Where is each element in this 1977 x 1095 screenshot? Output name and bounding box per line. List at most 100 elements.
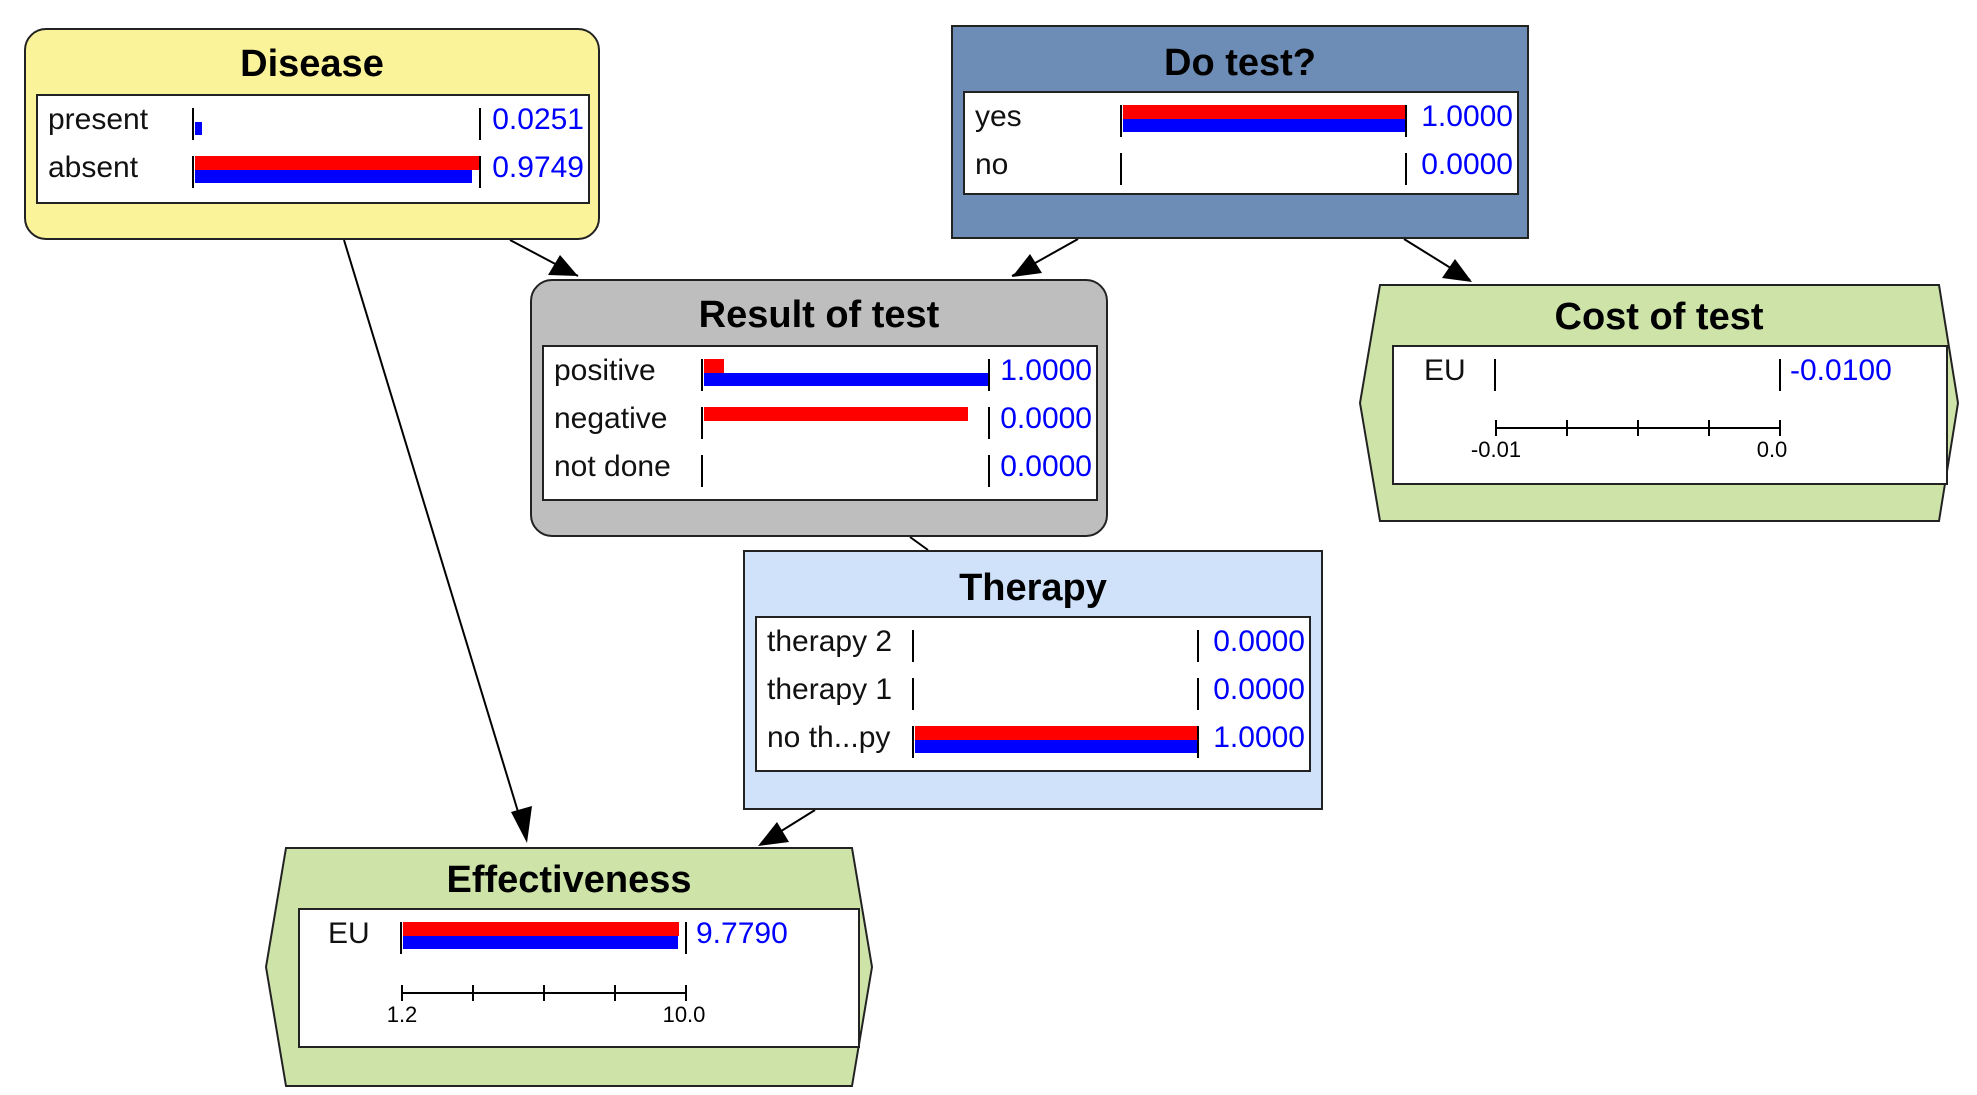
bar-axis-left <box>400 922 402 954</box>
bar-axis-right <box>1779 359 1781 391</box>
node-effectiveness[interactable]: Effectiveness EU 9.7790 1.2 10.0 <box>264 846 874 1088</box>
node-therapy[interactable]: Therapy therapy 2 0.0000 therapy 1 0.000… <box>743 550 1323 810</box>
state-row-not-done[interactable]: not done 0.0000 <box>544 443 1096 491</box>
state-row-absent[interactable]: absent 0.9749 <box>38 144 588 192</box>
state-value: 1.0000 <box>1213 721 1305 754</box>
bar-axis-left <box>701 359 703 391</box>
bar-axis-left <box>701 407 703 439</box>
bar-axis-left <box>912 726 914 758</box>
state-row-negative[interactable]: negative 0.0000 <box>544 395 1096 443</box>
state-row-positive[interactable]: positive 1.0000 <box>544 347 1096 395</box>
node-title: Disease <box>240 43 384 85</box>
node-utility-panel: EU 9.7790 1.2 10.0 <box>298 908 860 1048</box>
bar-red <box>403 922 679 936</box>
bar-axis-right <box>988 455 990 487</box>
bar-axis-right <box>1405 153 1407 185</box>
node-disease[interactable]: Disease present 0.0251 absent 0.9749 <box>24 28 600 240</box>
bar-axis-right <box>1197 678 1199 710</box>
scale-tick <box>685 985 687 1001</box>
bar-axis-left <box>912 630 914 662</box>
state-value: 0.0000 <box>1213 625 1305 658</box>
scale-max-label: 10.0 <box>662 1002 706 1027</box>
scale-tick <box>1566 420 1568 436</box>
state-label: absent <box>48 151 139 184</box>
state-value: 0.0000 <box>1000 450 1092 483</box>
bar-axis-right <box>1197 630 1199 662</box>
state-value: 1.0000 <box>1421 100 1513 133</box>
scale-tick <box>614 985 616 1001</box>
state-value: 1.0000 <box>1000 354 1092 387</box>
state-label: negative <box>554 402 668 435</box>
bar-axis-left <box>912 678 914 710</box>
eu-value: -0.0100 <box>1790 354 1892 387</box>
bar-blue <box>403 936 678 949</box>
bar-axis-left <box>701 455 703 487</box>
scale-tick <box>1779 420 1781 436</box>
scale-min-label: -0.01 <box>1470 437 1522 462</box>
scale-tick <box>1495 420 1497 436</box>
bar-axis-right <box>988 407 990 439</box>
bar-axis-left <box>1120 105 1122 137</box>
state-row-therapy-2[interactable]: therapy 2 0.0000 <box>757 618 1309 666</box>
state-row-no[interactable]: no 0.0000 <box>965 141 1517 189</box>
state-row-yes[interactable]: yes 1.0000 <box>965 93 1517 141</box>
state-value: 0.9749 <box>492 151 584 184</box>
state-label: therapy 1 <box>767 673 893 706</box>
bar-axis-right <box>1197 726 1199 758</box>
bar-axis-left <box>1494 359 1496 391</box>
bar-axis-right <box>1405 105 1407 137</box>
scale-tick <box>401 985 403 1001</box>
node-title: Result of test <box>698 294 940 336</box>
node-cost-of-test[interactable]: Cost of test EU -0.0100 -0.01 0.0 <box>1358 283 1960 523</box>
state-row-no-therapy[interactable]: no th...py 1.0000 <box>757 714 1309 762</box>
bar-red <box>195 156 479 170</box>
bar-blue <box>915 740 1197 753</box>
node-states-panel: yes 1.0000 no 0.0000 <box>963 91 1519 195</box>
bar-axis-left <box>1120 153 1122 185</box>
state-label: no <box>975 148 1009 181</box>
scale-tick <box>472 985 474 1001</box>
state-label: no th...py <box>767 721 891 754</box>
bar-axis-right <box>685 922 687 954</box>
state-label: therapy 2 <box>767 625 893 658</box>
scale-tick <box>1637 420 1639 436</box>
eu-label: EU <box>1424 354 1466 387</box>
node-do-test[interactable]: Do test? yes 1.0000 no 0.0000 <box>951 25 1529 239</box>
arc-disease-to-effectiveness <box>343 239 527 839</box>
eu-row[interactable]: EU 9.7790 <box>300 910 858 958</box>
bar-axis-right <box>479 108 481 140</box>
bar-axis-right <box>479 156 481 188</box>
node-states-panel: present 0.0251 absent 0.9749 <box>36 94 590 204</box>
state-label: positive <box>554 354 656 387</box>
scale-min-label: 1.2 <box>386 1002 418 1027</box>
bar-red <box>915 726 1197 740</box>
arc-result-to-therapy <box>909 536 929 551</box>
arrowhead-disease-to-result <box>548 255 578 276</box>
bar-blue <box>195 122 202 135</box>
node-utility-panel: EU -0.0100 -0.01 0.0 <box>1392 345 1948 485</box>
scale-tick <box>1708 420 1710 436</box>
node-title: Do test? <box>1164 42 1316 84</box>
bar-red <box>704 359 724 373</box>
bar-blue <box>704 373 988 386</box>
eu-row[interactable]: EU -0.0100 <box>1394 347 1946 395</box>
arrowhead-dotest-to-result <box>1012 254 1042 277</box>
bar-axis-left <box>192 108 194 140</box>
state-row-present[interactable]: present 0.0251 <box>38 96 588 144</box>
node-result-of-test[interactable]: Result of test positive 1.0000 negative … <box>530 279 1108 537</box>
arrowhead-disease-to-effectiveness <box>511 806 532 843</box>
bar-red <box>704 407 968 421</box>
eu-scale: 1.2 10.0 <box>300 982 858 1042</box>
bar-blue <box>195 170 472 183</box>
node-states-panel: positive 1.0000 negative 0.0000 not done <box>542 345 1098 501</box>
node-states-panel: therapy 2 0.0000 therapy 1 0.0000 no th.… <box>755 616 1311 772</box>
eu-label: EU <box>328 917 370 950</box>
state-row-therapy-1[interactable]: therapy 1 0.0000 <box>757 666 1309 714</box>
bar-red <box>1123 105 1405 119</box>
eu-value: 9.7790 <box>696 917 788 950</box>
state-label: yes <box>975 100 1022 133</box>
bar-axis-left <box>192 156 194 188</box>
scale-max-label: 0.0 <box>1756 437 1788 462</box>
node-title: Effectiveness <box>446 859 692 901</box>
